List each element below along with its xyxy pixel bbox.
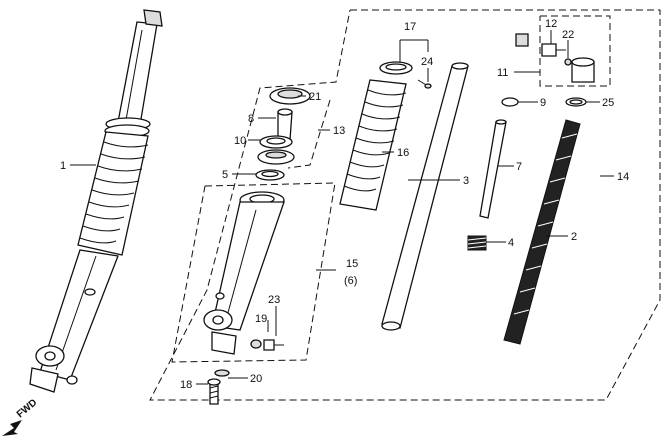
fwd-arrow-icon (2, 420, 22, 436)
callout-22: 22 (562, 29, 574, 41)
oil-seal-part (257, 135, 295, 165)
damper-rod-part (479, 119, 507, 219)
fwd-label: FWD (15, 397, 40, 420)
callout-16: 16 (397, 147, 409, 159)
fork-slider-part (203, 191, 285, 355)
boot-clamp-part (379, 61, 413, 75)
boot-part (339, 79, 407, 211)
rebound-spring-part (467, 235, 487, 251)
valve-o-ring-part (564, 58, 572, 66)
group-outline-13 (287, 99, 331, 169)
dust-seal-part (269, 87, 311, 105)
callout-15: 15 (346, 258, 358, 270)
callout-13: 13 (333, 125, 345, 137)
callout-18: 18 (180, 379, 192, 391)
callout-23: 23 (268, 294, 280, 306)
callout-21: 21 (309, 91, 321, 103)
callout-9: 9 (540, 97, 546, 109)
callout-8: 8 (248, 113, 254, 125)
callout-14: 14 (617, 171, 629, 183)
socket-bolt-part (207, 378, 221, 405)
callout-10: 10 (234, 135, 246, 147)
sealing-washer-part (214, 369, 230, 377)
callout-17: 17 (404, 21, 416, 33)
group-outline-14 (149, 9, 661, 401)
fork-assembly-part (29, 9, 163, 393)
spring-collar-part (501, 97, 519, 107)
callout-11: 11 (497, 67, 508, 79)
callout-20: 20 (250, 373, 262, 385)
valve-cap-part (515, 33, 529, 47)
callout-19: 19 (255, 313, 267, 325)
group-outline-15 (171, 182, 336, 363)
callout-3: 3 (463, 175, 469, 187)
drain-washer-part (250, 339, 262, 349)
drain-bolt-part (263, 339, 284, 351)
callout-25: 25 (602, 97, 614, 109)
callout-1: 1 (60, 160, 66, 172)
o-ring-part (565, 97, 587, 107)
callout-2: 2 (571, 231, 577, 243)
callout-4: 4 (508, 237, 514, 249)
callout-24: 24 (421, 56, 433, 68)
fork-bolt-part (571, 57, 595, 83)
clamp-screw-part (417, 79, 432, 89)
spacer-part (277, 108, 293, 141)
callout-5: 5 (222, 169, 228, 181)
leader-lines (70, 30, 614, 385)
callout-12: 12 (545, 18, 557, 30)
callout-labels: 1 2 3 4 5 7 8 9 10 11 12 13 14 15 (6) 16… (60, 18, 629, 391)
callout-7: 7 (516, 161, 522, 173)
fork-spring-part (503, 119, 581, 345)
air-valve-part (541, 43, 566, 57)
slider-bushing-part (255, 169, 285, 181)
callout-15-qty: (6) (344, 275, 357, 287)
group-outline-11 (539, 15, 611, 87)
fork-tube-part (381, 62, 469, 331)
